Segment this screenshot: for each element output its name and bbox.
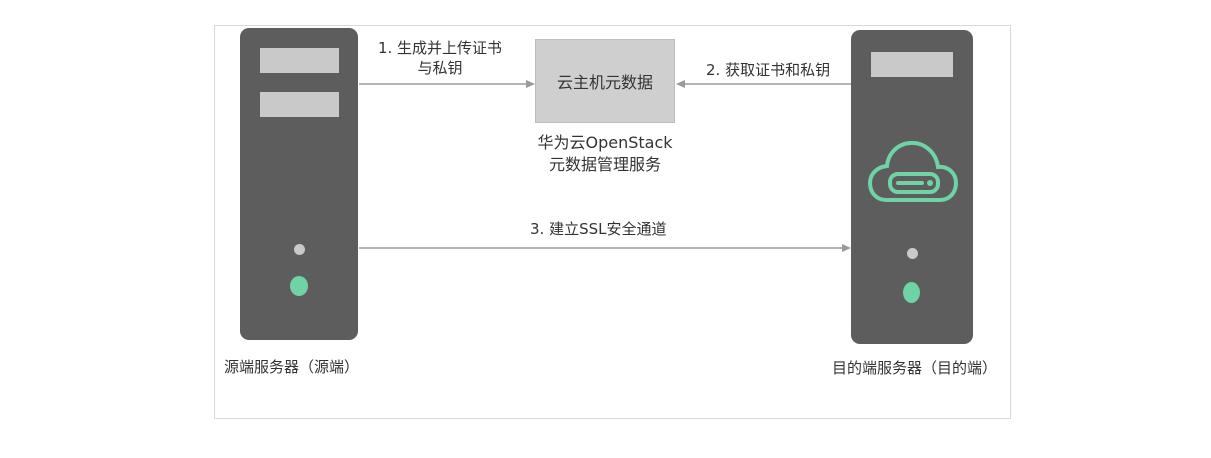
source-server-caption: 源端服务器（源端） (224, 358, 360, 376)
arrowhead-left (676, 80, 685, 88)
arrowhead-right (526, 80, 535, 88)
drive-slot (260, 92, 339, 117)
status-indicator-gray (907, 248, 918, 259)
cloud-server-icon (867, 140, 958, 202)
cloud-metadata-label: 云主机元数据 (556, 73, 653, 92)
step3-label: 3. 建立SSL安全通道 (530, 220, 667, 238)
power-indicator-green (903, 282, 920, 303)
target-server-caption: 目的端服务器（目的端） (832, 359, 998, 377)
arrowhead-right (842, 244, 851, 252)
drive-slot (871, 52, 953, 77)
step1-label: 1. 生成并上传证书 与私钥 (370, 38, 510, 78)
service-line2: 元数据管理服务 (548, 155, 661, 174)
step1-line1: 1. 生成并上传证书 (377, 39, 503, 57)
metadata-service-caption: 华为云OpenStack 元数据管理服务 (520, 132, 690, 176)
source-server (240, 28, 358, 340)
service-line1: 华为云OpenStack (537, 133, 673, 152)
step1-line2: 与私钥 (417, 59, 463, 77)
step2-label: 2. 获取证书和私钥 (706, 61, 831, 79)
status-indicator-gray (294, 244, 305, 255)
drive-slot (260, 48, 339, 73)
target-server (851, 30, 973, 344)
diagram-frame (214, 25, 1011, 419)
cloud-metadata-box: 云主机元数据 (535, 39, 675, 123)
power-indicator-green (290, 276, 308, 296)
